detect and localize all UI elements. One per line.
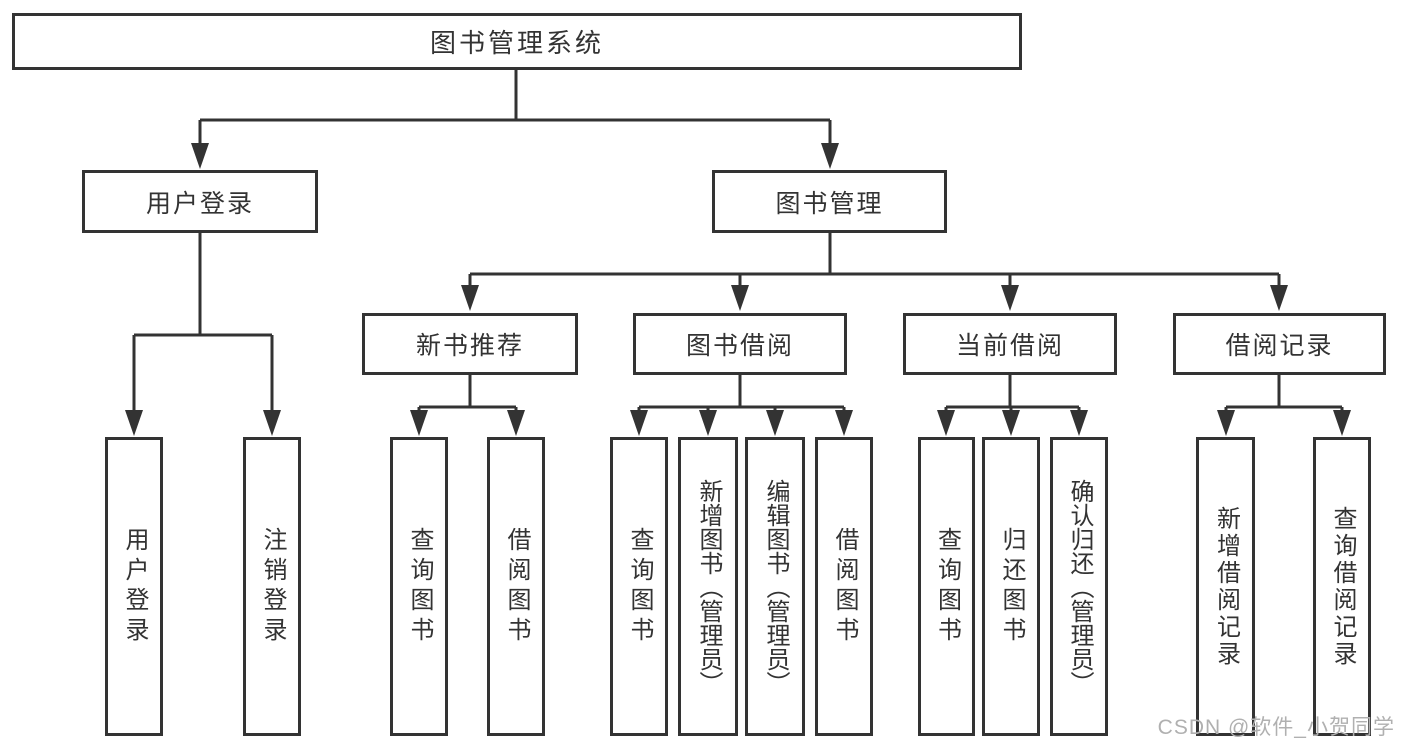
leaf-borrow-books-recommend: 借阅图书	[487, 437, 545, 736]
node-label: 图书管理系统	[429, 28, 604, 58]
leaf-edit-book-admin: 编辑图书（管理员）	[745, 437, 805, 736]
node-label: 图书借阅	[685, 332, 794, 360]
leaf-query-books-borrow: 查询图书	[610, 437, 668, 736]
leaf-borrow-books: 借阅图书	[815, 437, 873, 736]
node-label: 图书管理	[775, 189, 884, 218]
node-current-borrow: 当前借阅	[903, 313, 1117, 375]
node-label: 当前借阅	[955, 332, 1064, 360]
leaf-query-borrow-record: 查询借阅记录	[1313, 437, 1371, 736]
node-system-title: 图书管理系统	[12, 13, 1022, 70]
node-book-borrow: 图书借阅	[633, 313, 847, 375]
leaf-return-book: 归还图书	[982, 437, 1040, 736]
leaf-logout: 注销登录	[243, 437, 301, 736]
node-book-management: 图书管理	[712, 170, 947, 233]
leaf-add-book-admin: 新增图书（管理员）	[678, 437, 738, 736]
node-label: 借阅记录	[1225, 332, 1334, 360]
leaf-query-books-current: 查询图书	[918, 437, 975, 736]
arrowheads	[125, 143, 1351, 436]
leaf-query-books-recommend: 查询图书	[390, 437, 448, 736]
leaf-confirm-return-admin: 确认归还（管理员）	[1050, 437, 1108, 736]
node-label: 新书推荐	[415, 332, 524, 360]
leaf-user-login: 用户登录	[105, 437, 163, 736]
watermark: CSDN @软件_小贺同学	[1157, 716, 1395, 739]
node-new-book-recommend: 新书推荐	[362, 313, 578, 375]
node-user-login: 用户登录	[82, 170, 318, 233]
node-borrow-records: 借阅记录	[1173, 313, 1386, 375]
leaf-add-borrow-record: 新增借阅记录	[1196, 437, 1255, 736]
node-label: 用户登录	[145, 189, 254, 218]
